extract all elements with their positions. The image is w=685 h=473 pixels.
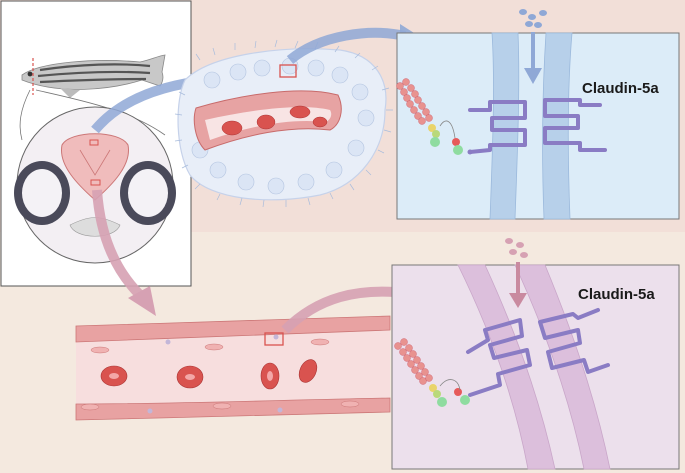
bottom-down-arrow [509, 293, 527, 308]
tight-junction-icon [467, 32, 607, 220]
zebrafish-icon [21, 54, 166, 98]
brain-cross-section-icon [14, 106, 176, 264]
bottom-molecules [505, 238, 528, 258]
leaky-vessel-icon [75, 315, 391, 421]
vessel-with-astrocytes-icon [174, 39, 393, 208]
molecule-cluster-icon-2 [394, 338, 470, 407]
top-molecules [519, 9, 547, 28]
top-down-arrow [524, 68, 542, 84]
top-protein-label: Claudin-5a [582, 80, 659, 97]
molecule-cluster-icon [396, 78, 463, 155]
pink-arrow-1 [92, 189, 144, 299]
pink-arrow-2 [281, 286, 396, 334]
bottom-protein-label: Claudin-5a [578, 286, 655, 303]
top-junction-panel [396, 32, 680, 220]
blue-arrow-2 [286, 27, 407, 64]
leaky-junction-icon [457, 264, 611, 470]
